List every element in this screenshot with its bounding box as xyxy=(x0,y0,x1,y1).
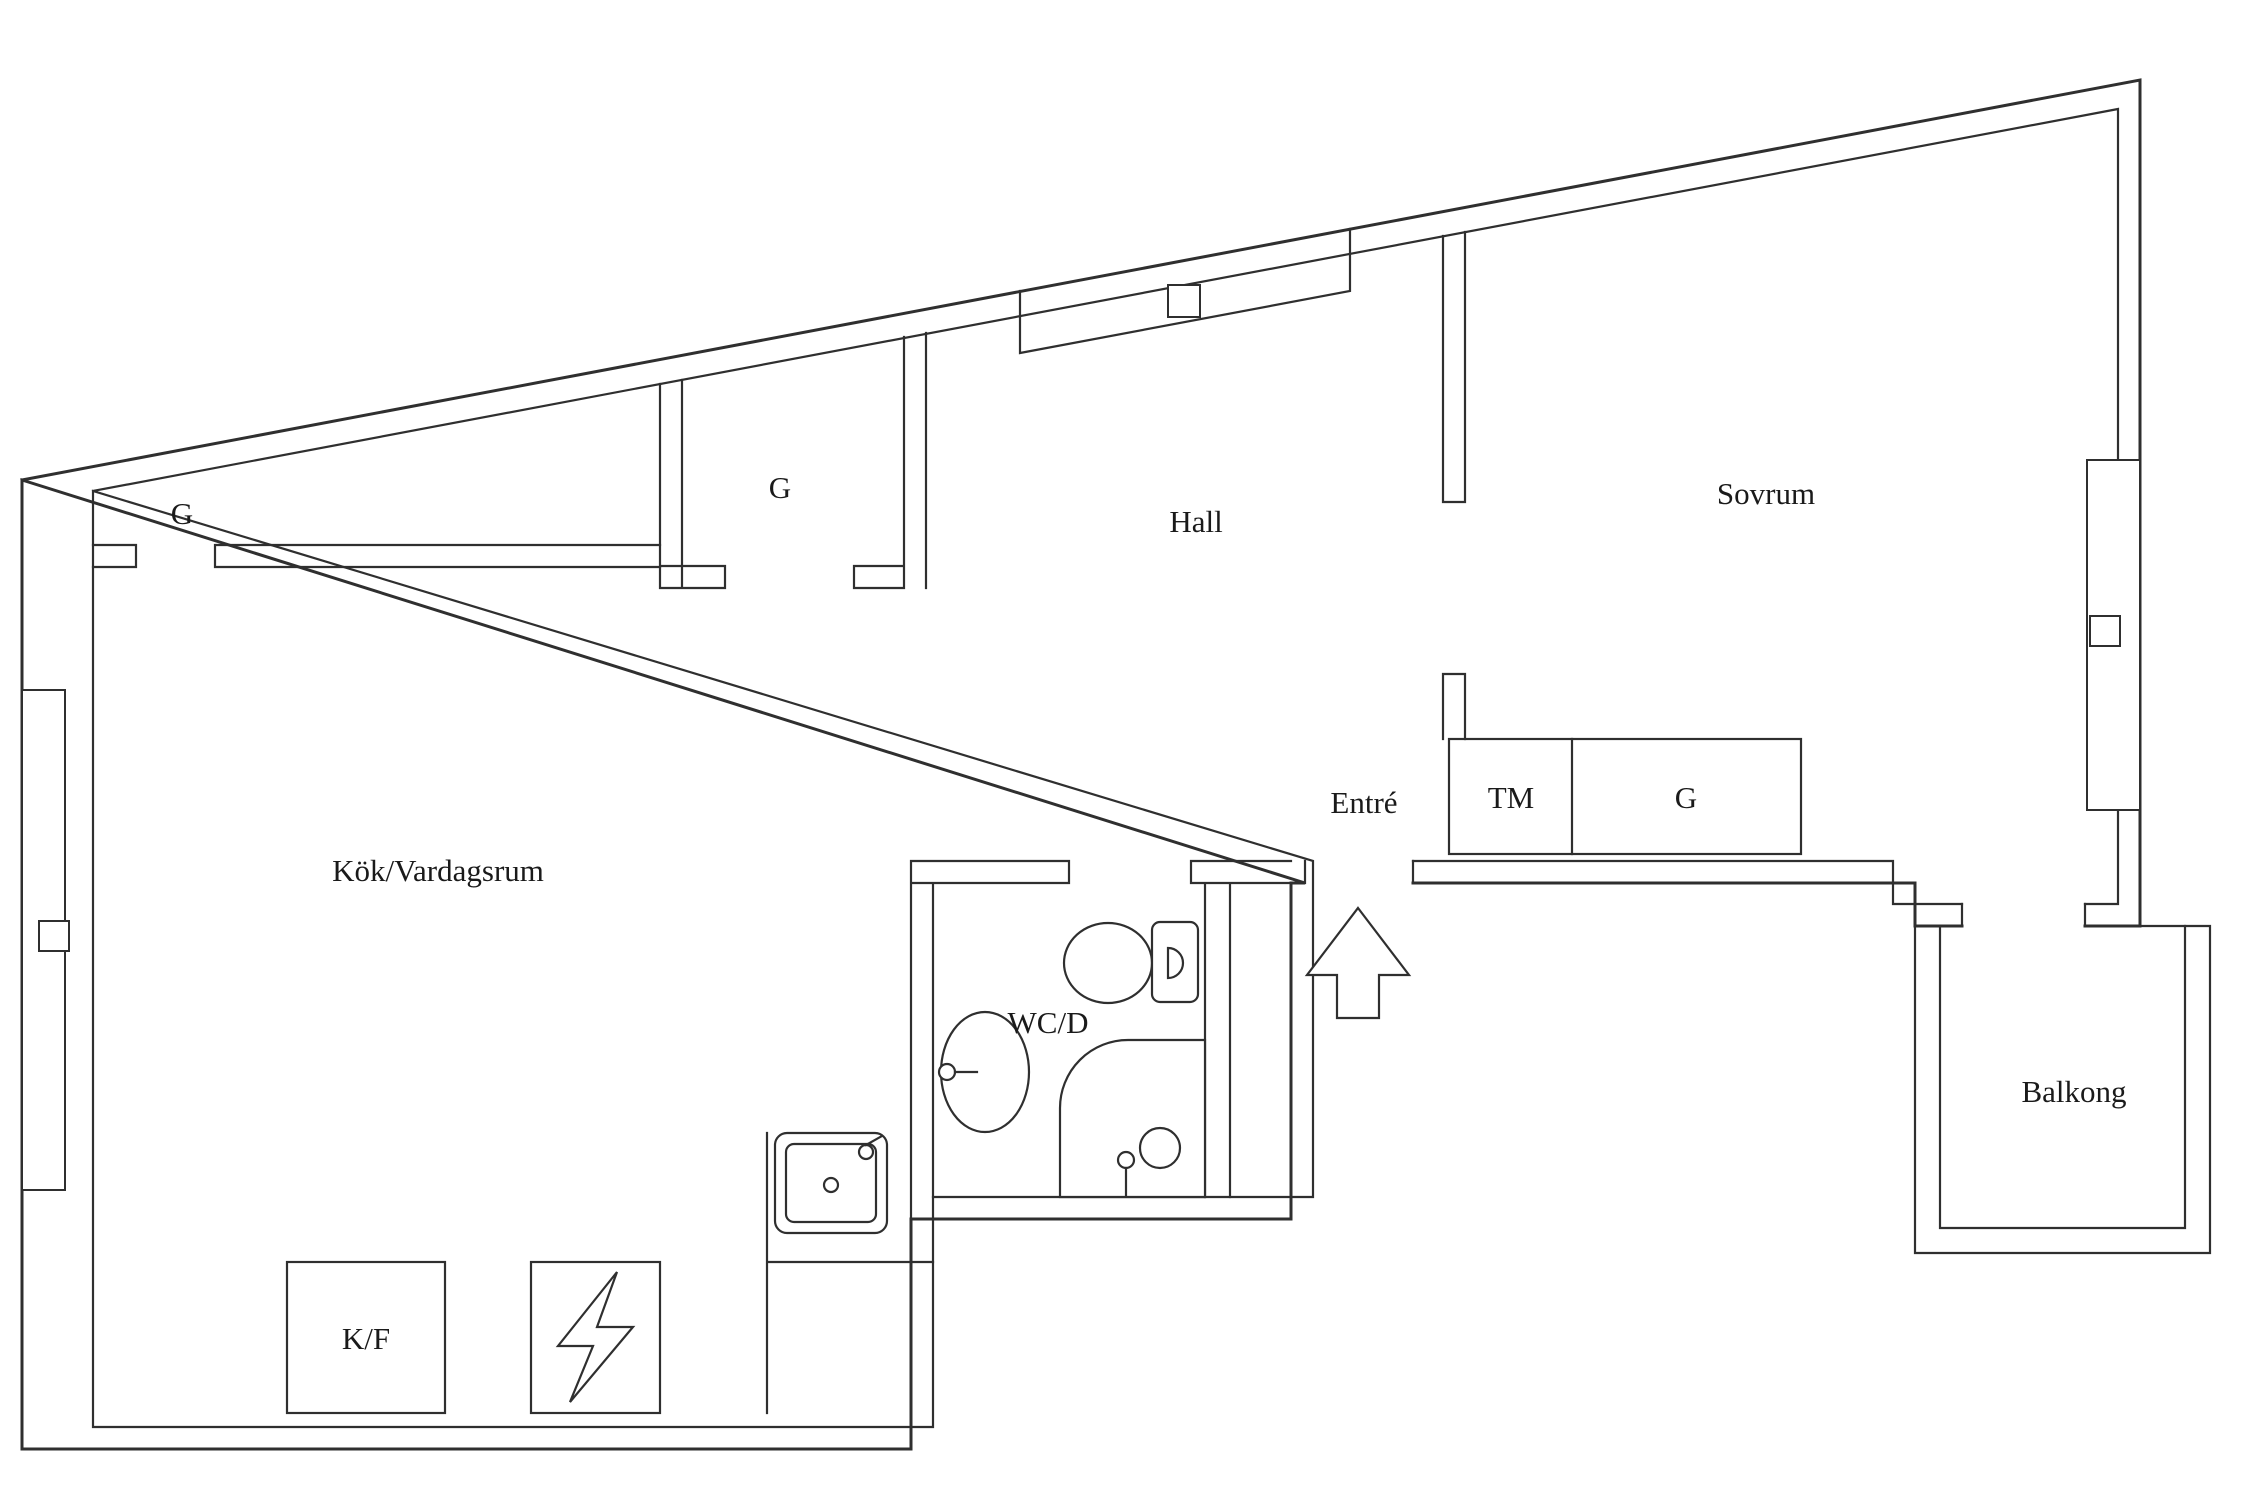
kitchen-fixtures xyxy=(285,1131,935,1415)
wall-exterior-outer xyxy=(20,78,2142,1451)
room-label-wc: WC/D xyxy=(1008,1005,1089,1040)
label-closet-hall: G xyxy=(769,470,791,505)
label-fridge-freezer: K/F xyxy=(342,1321,390,1356)
wall-exterior-inner xyxy=(91,107,2120,1429)
wall-entry-stub xyxy=(1441,672,1467,741)
lightning-bolt-icon xyxy=(555,1271,636,1403)
window-sloped-wall xyxy=(1018,227,1352,355)
wc-fixtures xyxy=(937,920,1207,1199)
window-sloped-wall-marker xyxy=(1167,284,1201,318)
fridge-freezer-box xyxy=(285,1260,447,1415)
room-label-hall: Hall xyxy=(1169,504,1222,539)
electrical-box xyxy=(529,1260,662,1415)
wc-sink-faucet xyxy=(937,1062,957,1082)
toilet-bowl xyxy=(1062,921,1154,1005)
room-labels: Kök/Vardagsrum Hall Sovrum Entré WC/D Ba… xyxy=(171,470,2127,1356)
window-right-wall-marker xyxy=(2089,615,2121,647)
balcony-door-jambs xyxy=(1960,902,2087,928)
balcony-inner xyxy=(1938,924,2187,1230)
room-label-bedroom: Sovrum xyxy=(1717,476,1815,511)
shower-drain xyxy=(1138,1126,1182,1170)
room-label-kitchen-living: Kök/Vardagsrum xyxy=(332,853,544,888)
kitchen-sink-faucet-lever xyxy=(864,1134,884,1147)
wall-closet-hall xyxy=(658,331,928,590)
shower-tray xyxy=(1058,1038,1207,1199)
entrance-door-jambs xyxy=(1303,859,1415,885)
kitchen-sink-drain xyxy=(822,1176,840,1194)
exterior-walls xyxy=(20,78,2142,1451)
room-label-entry: Entré xyxy=(1330,785,1397,820)
room-label-balcony: Balkong xyxy=(2021,1074,2126,1109)
kitchen-sink-faucet xyxy=(857,1143,875,1161)
label-washing-machine: TM xyxy=(1488,780,1535,815)
wall-kitchen-north xyxy=(91,543,662,569)
label-closet-top-left: G xyxy=(171,496,193,531)
kitchen-counter-edge xyxy=(765,1131,935,1415)
label-closet-entry: G xyxy=(1675,780,1697,815)
toilet-flush-button xyxy=(1166,946,1185,980)
windows xyxy=(21,227,2141,1191)
balcony-outer xyxy=(1913,924,2212,1255)
balcony xyxy=(1913,924,2212,1255)
entrance-arrow xyxy=(1304,906,1412,1020)
entrance-arrow-icon xyxy=(1304,906,1412,1020)
closet-row xyxy=(1447,737,1803,856)
closet-row-outline xyxy=(1447,737,1803,856)
wall-hall-bedroom xyxy=(1441,230,1467,504)
window-left-wall-marker xyxy=(38,920,70,952)
shower-valve xyxy=(1116,1150,1136,1170)
